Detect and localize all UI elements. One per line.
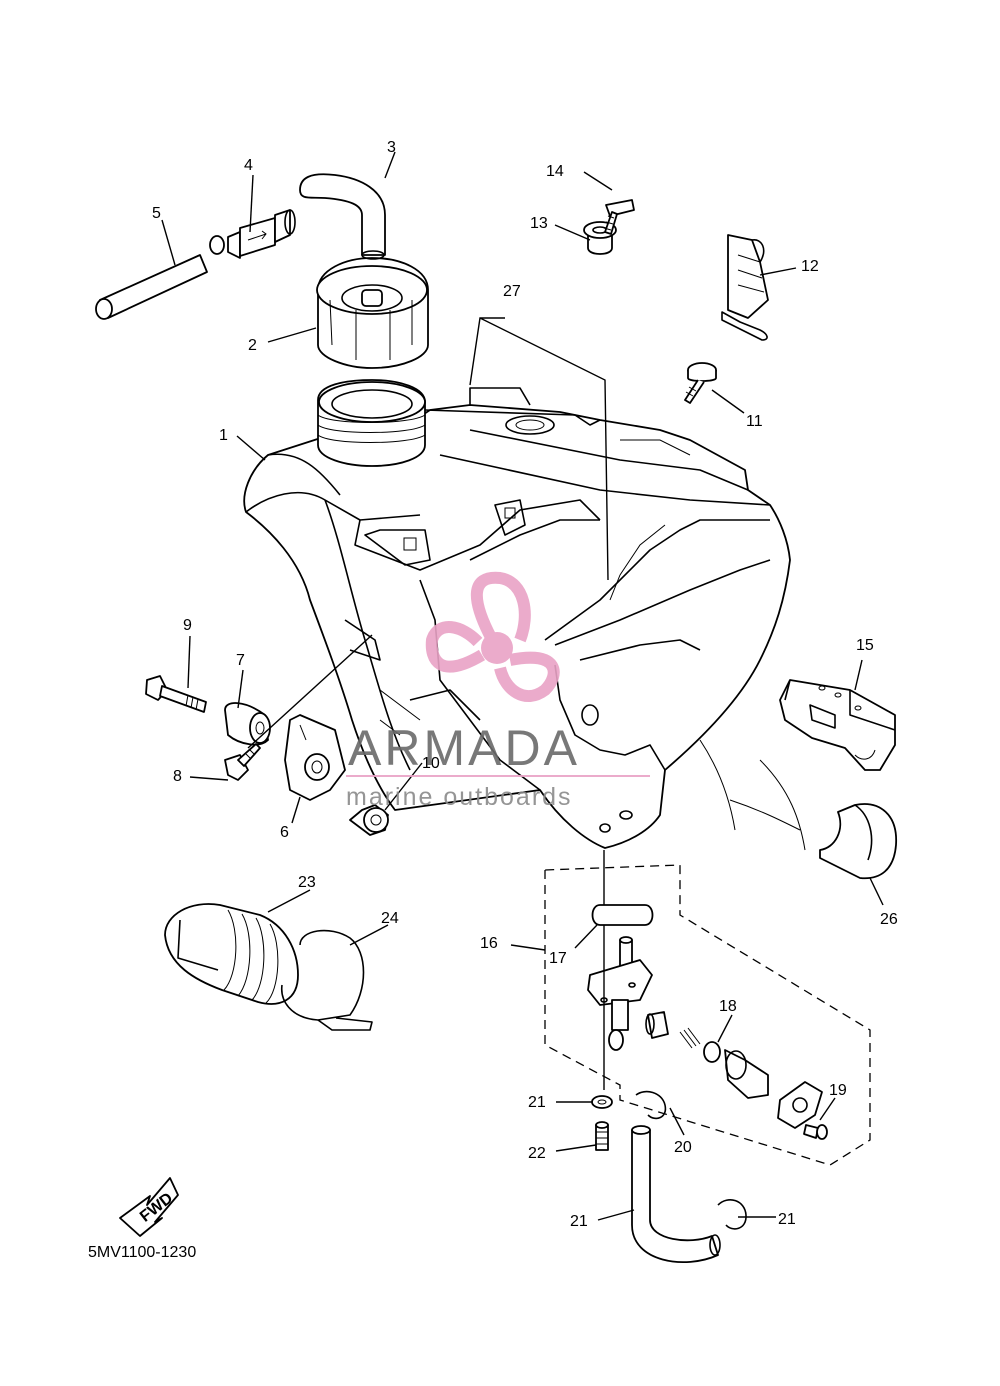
callout-5: 5	[152, 205, 161, 222]
plate-19	[777, 1081, 828, 1140]
bolt-9	[145, 675, 207, 713]
callout-18: 18	[719, 998, 737, 1015]
callout-19: 19	[829, 1082, 847, 1099]
bolt-8	[224, 743, 261, 781]
propeller-logo-icon	[425, 571, 560, 702]
callout-8: 8	[173, 768, 182, 785]
callout-1: 1	[219, 427, 228, 444]
hose	[95, 254, 208, 320]
hose-24	[164, 903, 299, 1005]
breather-hose	[299, 173, 386, 260]
bolt-11	[684, 362, 717, 404]
check-valve	[209, 209, 296, 259]
callout-21b: 21	[778, 1211, 796, 1228]
callout-9: 9	[183, 617, 192, 634]
clamp-25	[281, 929, 373, 1031]
callout-numbers: 3 4 5 2 14 13 12 27 11 1 9 7 15 10 8 6 2…	[152, 139, 898, 1230]
leader-lines	[161, 151, 884, 1221]
washer-22	[591, 1095, 613, 1109]
fuel-tank	[243, 379, 791, 849]
callout-6: 6	[280, 824, 289, 841]
callout-24: 23	[298, 874, 316, 891]
callout-11: 11	[746, 413, 763, 430]
collar-10	[349, 804, 389, 836]
clip-21	[635, 1090, 747, 1230]
callout-4: 4	[244, 157, 253, 174]
screw-14	[603, 199, 635, 235]
cover-15	[779, 679, 896, 771]
gasket-17	[591, 904, 654, 926]
fuel-cap	[316, 257, 429, 369]
collar-13	[583, 221, 617, 255]
fuel-cock-16	[587, 936, 653, 1051]
callout-10: 10	[422, 755, 440, 772]
callout-14: 14	[546, 163, 564, 180]
callout-3: 3	[387, 139, 396, 156]
valve-parts	[645, 1011, 769, 1099]
part-code: 5MV1100-1230	[88, 1244, 196, 1261]
damper-7	[224, 702, 271, 746]
callout-12: 12	[801, 258, 819, 275]
watermark-tagline: marine outboards	[346, 783, 573, 811]
fwd-arrow: FWD	[119, 1177, 179, 1237]
bracket-6	[284, 714, 346, 801]
callout-17: 17	[549, 950, 567, 967]
callout-22: 21	[528, 1094, 546, 1111]
hose-20	[631, 1125, 721, 1264]
callout-20: 21	[570, 1213, 588, 1230]
sponge-26	[699, 739, 897, 880]
callout-7: 7	[236, 652, 245, 669]
callout-13: 13	[530, 215, 548, 232]
clip-12	[721, 234, 769, 341]
callout-26: 26	[880, 911, 898, 928]
callout-25: 24	[381, 910, 399, 927]
watermark: ARMADA marine outboards	[346, 571, 650, 811]
callout-2: 2	[248, 337, 257, 354]
bolt-23	[595, 1121, 609, 1151]
callout-15: 15	[856, 637, 874, 654]
callout-21a: 20	[674, 1139, 692, 1156]
watermark-brand: ARMADA	[348, 720, 580, 776]
callout-27: 27	[503, 283, 521, 300]
callout-23: 22	[528, 1145, 546, 1162]
callout-16: 16	[480, 935, 498, 952]
